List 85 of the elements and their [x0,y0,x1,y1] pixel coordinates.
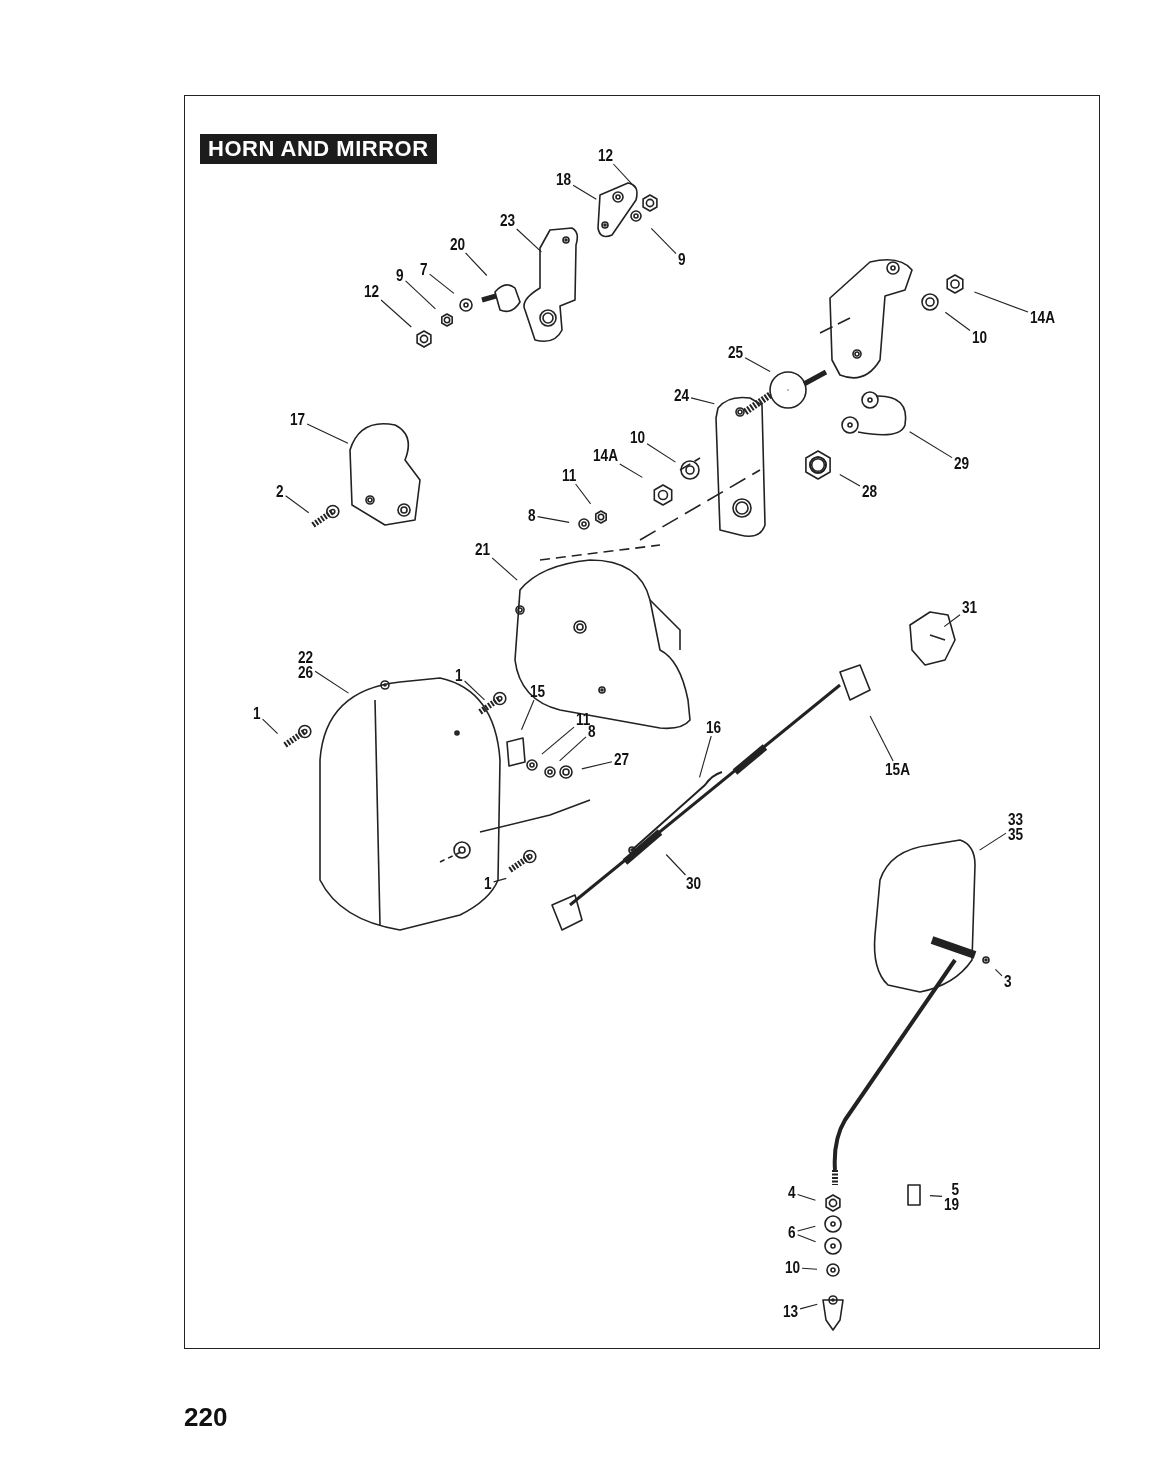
callout-number: 9 [396,268,404,283]
leader-line [314,670,350,694]
callout-number: 35 [1008,827,1024,842]
leader-line [464,680,486,701]
leader-line [839,473,861,487]
leader-line [801,1267,818,1270]
callout-number: 24 [674,388,690,403]
callout-number: 1 [455,668,463,683]
callout-number: 11 [562,468,577,483]
callout-number: 14A [593,448,618,463]
callout-number: 15A [885,762,910,777]
callout-number: 10 [972,330,988,345]
leader-line [665,853,687,876]
callout-number: 8 [588,724,596,739]
callout-number: 12 [364,284,380,299]
callout-number: 19 [944,1197,960,1212]
leader-line [520,699,535,731]
callout-number: 6 [788,1225,796,1240]
leader-line [979,832,1007,851]
callout-number: 1 [484,876,492,891]
callout-number: 21 [475,542,491,557]
callout-number: 2 [276,484,284,499]
leader-line [541,726,575,755]
leader-line [943,614,961,628]
leader-line [493,877,507,883]
callout-number: 1 [253,706,261,721]
leader-line [537,516,570,523]
callout-number: 29 [954,456,970,471]
leader-line [581,761,613,770]
callout-number: 16 [706,720,722,735]
leader-line [744,357,771,373]
callout-number: 27 [614,752,630,767]
leader-line [797,1225,816,1232]
leader-line [516,228,542,253]
leader-line [690,397,715,405]
section-title: HORN AND MIRROR [200,134,437,164]
callout-number: 8 [528,508,536,523]
leader-line [262,718,279,735]
callout-number: 22 [298,650,314,665]
callout-number: 3 [1004,974,1012,989]
callout-number: 26 [298,665,314,680]
leader-line [909,431,953,459]
callout-number: 9 [678,252,686,267]
callout-number: 13 [783,1304,799,1319]
leader-line [944,311,971,332]
callout-number: 33 [1008,812,1024,827]
leader-line [559,736,587,762]
leader-line [929,1195,943,1197]
callout-number: 5 [951,1182,960,1197]
leader-line [646,443,677,463]
leader-line [380,299,412,328]
callout-number: 10 [785,1260,801,1275]
leader-line [799,1303,818,1310]
callout-number: 7 [420,262,428,277]
leader-line [306,423,349,444]
leader-line [619,463,643,478]
leader-line [429,273,455,294]
leader-line [797,1193,816,1201]
leader-line [994,968,1003,977]
leader-line [869,715,894,762]
leader-line [575,483,592,505]
leader-line [650,227,677,255]
callout-number: 4 [788,1185,796,1200]
leader-line [973,291,1029,313]
callout-number: 28 [862,484,878,499]
leader-line [491,557,518,581]
leader-line [285,495,310,514]
leader-line [405,280,436,310]
leader-line [572,184,597,200]
callout-number: 14A [1030,310,1055,325]
callout-number: 15 [530,684,546,699]
callout-number: 17 [290,412,306,427]
leader-line [612,163,637,189]
callout-number: 12 [598,148,614,163]
callout-number: 18 [556,172,572,187]
callout-number: 30 [686,876,702,891]
callout-number: 20 [450,237,466,252]
callout-number: 10 [630,430,646,445]
leader-line [698,735,712,778]
callout-number: 23 [500,213,516,228]
callout-number: 25 [728,345,744,360]
callout-number: 31 [962,600,978,615]
leader-line [465,252,488,277]
leader-line [797,1234,817,1243]
page-number: 220 [184,1402,228,1433]
